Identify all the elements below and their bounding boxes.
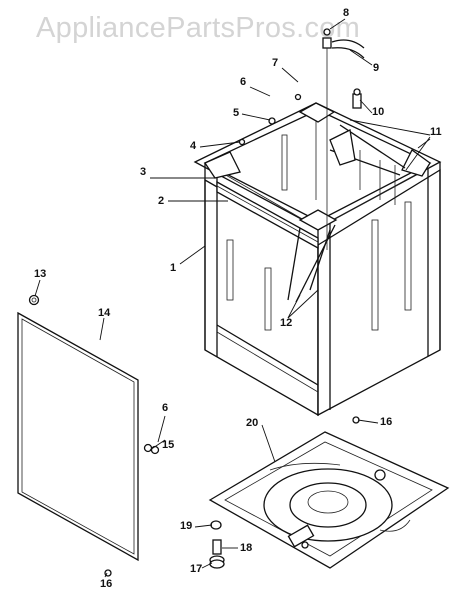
callout-5: 5 (233, 107, 240, 119)
leader-lines (34, 18, 431, 578)
callout-3: 3 (140, 166, 147, 178)
base-frame (208, 431, 450, 569)
callout-16-right: 16 (380, 416, 393, 428)
callout-7: 7 (272, 57, 279, 69)
callout-4: 4 (190, 140, 197, 152)
callout-17: 17 (190, 563, 203, 575)
callout-6-top: 6 (240, 76, 247, 88)
callout-2: 2 (158, 195, 165, 207)
callout-9: 9 (373, 62, 380, 74)
callout-14: 14 (98, 307, 111, 319)
callout-8: 8 (343, 7, 350, 19)
callout-6-side: 6 (162, 402, 169, 414)
callout-13: 13 (34, 268, 47, 280)
callout-12: 12 (280, 317, 293, 329)
callout-15: 15 (162, 439, 175, 451)
side-panel (17, 294, 139, 562)
watermark-logo: AppliancePartsPros.com (36, 12, 361, 44)
cabinet (193, 28, 442, 417)
callout-1: 1 (170, 262, 177, 274)
callout-20: 20 (246, 417, 259, 429)
callout-11: 11 (430, 126, 442, 138)
callout-19: 19 (180, 520, 193, 532)
callout-10: 10 (372, 106, 385, 118)
callout-16-bottom: 16 (100, 578, 113, 590)
callout-18: 18 (240, 542, 253, 554)
